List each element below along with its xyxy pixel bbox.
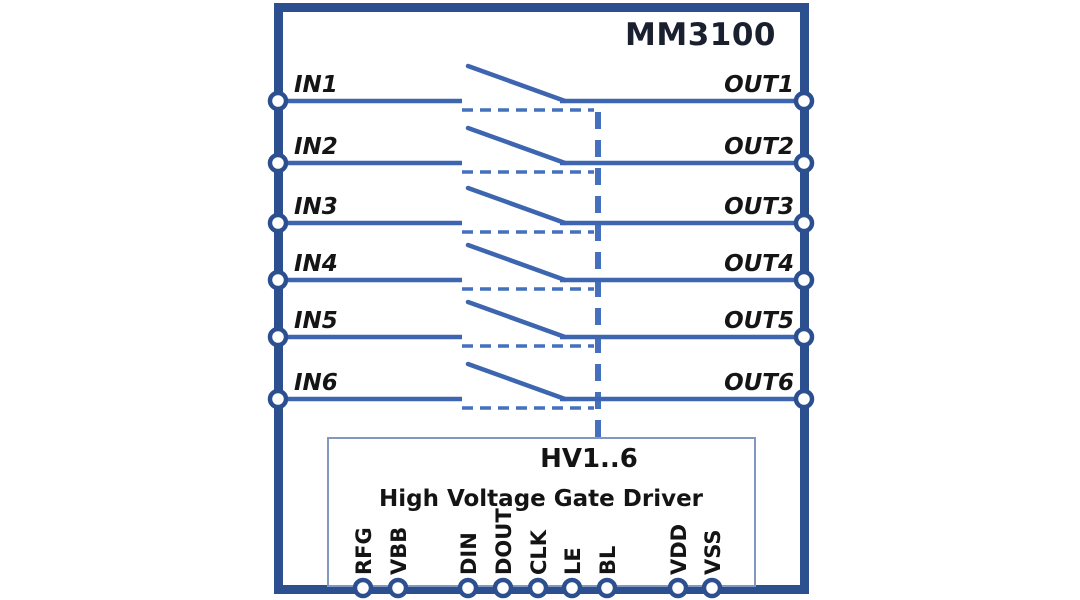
output-pin-circle (793, 90, 815, 112)
input-pin-circle (267, 269, 289, 291)
bottom-pin-label: CLK (527, 529, 551, 575)
gate-driver-name: High Voltage Gate Driver (379, 486, 704, 512)
output-pin-circle (793, 388, 815, 410)
channel-row: IN5 OUT5 (267, 299, 815, 348)
output-pin-label: OUT5 (724, 308, 794, 334)
output-pin-circle (793, 326, 815, 348)
bottom-pin-label: BL (596, 546, 620, 575)
input-pin-label: IN4 (294, 251, 338, 277)
input-pin-label: IN5 (294, 308, 338, 334)
input-pin-circle (267, 326, 289, 348)
bottom-pin-circle (457, 577, 479, 599)
bottom-pin-label: LE (561, 547, 585, 575)
bottom-pin-circle (561, 577, 583, 599)
channel-row: IN3 OUT3 (267, 185, 815, 234)
input-pin-label: IN2 (294, 134, 338, 160)
output-pin-circle (793, 152, 815, 174)
switch-blade (465, 125, 568, 166)
bottom-pin-circle (387, 577, 409, 599)
output-pin-label: OUT1 (724, 72, 794, 98)
input-pin-circle (267, 388, 289, 410)
bottom-pin-circle (352, 577, 374, 599)
channel-row: IN2 OUT2 (267, 125, 815, 174)
bottom-pin-circle (527, 577, 549, 599)
switch-blade (465, 299, 568, 340)
input-pin-circle (267, 90, 289, 112)
output-pin-label: OUT2 (724, 134, 794, 160)
channel-row: IN1 OUT1 (267, 63, 815, 112)
input-pin-circle (267, 212, 289, 234)
input-pin-label: IN3 (294, 194, 338, 220)
gate-driver-signal-label: HV1..6 (540, 444, 638, 474)
bottom-pin-label: VBB (387, 527, 411, 575)
bottom-pin-label: DOUT (492, 508, 516, 575)
bottom-pin-circle (596, 577, 618, 599)
bottom-pin-circle (667, 577, 689, 599)
switch-blade (465, 185, 568, 226)
output-pin-label: OUT4 (724, 251, 794, 277)
output-pin-label: OUT6 (724, 370, 794, 396)
bottom-pin-circle (701, 577, 723, 599)
output-pin-circle (793, 212, 815, 234)
bottom-pins: RFG VBB DIN DOUT CLK LE BL VDD VSS (352, 508, 725, 599)
input-pin-label: IN1 (294, 72, 338, 98)
switch-blade (465, 63, 568, 104)
gate-driver-block: HV1..6 High Voltage Gate Driver (327, 437, 756, 587)
channel-row: IN6 OUT6 (267, 361, 815, 410)
switch-blade (465, 242, 568, 283)
bottom-pin-label: DIN (457, 532, 481, 575)
bottom-pin-label: VSS (701, 529, 725, 575)
channel-row: IN4 OUT4 (267, 242, 815, 291)
chip-title: MM3100 (625, 17, 776, 53)
input-pin-label: IN6 (294, 370, 338, 396)
output-pin-circle (793, 269, 815, 291)
input-pin-circle (267, 152, 289, 174)
bottom-pin-circle (492, 577, 514, 599)
bottom-pin-label: RFG (352, 527, 376, 575)
bottom-pin-label: VDD (667, 524, 691, 575)
output-pin-label: OUT3 (724, 194, 794, 220)
switch-blade (465, 361, 568, 402)
